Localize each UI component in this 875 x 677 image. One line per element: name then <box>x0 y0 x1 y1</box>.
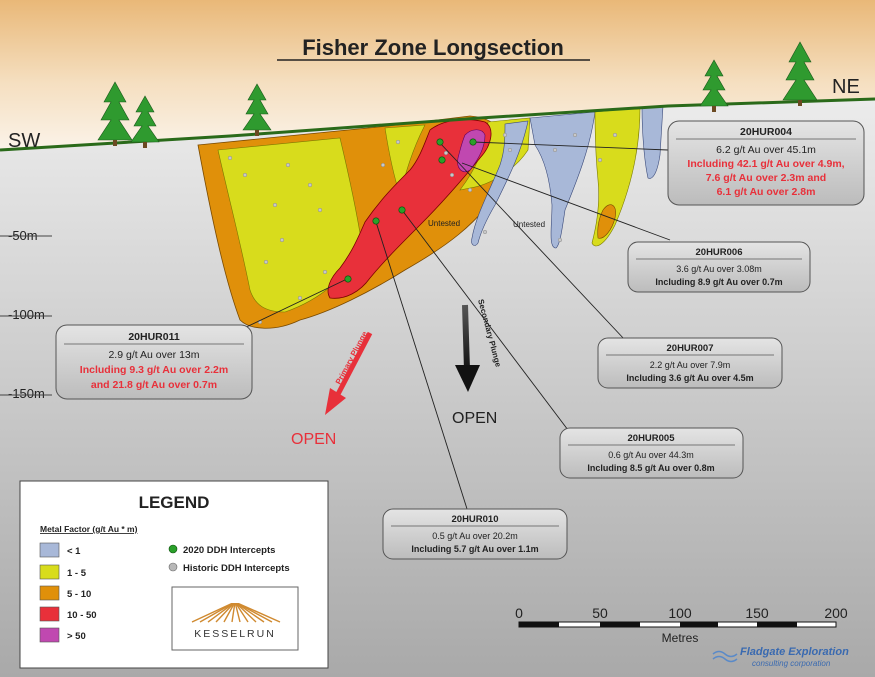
tree-icons <box>97 41 818 148</box>
callout-line: 2.9 g/t Au over 13m <box>108 349 199 361</box>
callout-20hur004: 20HUR004 6.2 g/t Au over 45.1m Including… <box>667 120 865 206</box>
callout-hole-id: 20HUR007 <box>667 343 714 354</box>
kesselrun-logo: KESSELRUN <box>171 586 299 651</box>
secondary-plunge-arrowhead <box>455 365 480 392</box>
zone-lt-1-a <box>471 120 529 246</box>
legend-intercept-label: 2020 DDH Intercepts <box>183 545 275 556</box>
zone-10-50 <box>327 119 492 299</box>
secondary-plunge-arrow <box>462 304 470 371</box>
depth-axis: -50m -100m -150m <box>0 228 52 401</box>
legend-item-label: > 50 <box>67 631 86 642</box>
callout-line: 3.6 g/t Au over 3.08m <box>676 264 762 274</box>
legend-historic-dot <box>168 562 178 572</box>
scale-tick-label: 100 <box>668 605 692 621</box>
callout-line: 0.5 g/t Au over 20.2m <box>432 531 518 541</box>
scale-tick-label: 50 <box>592 605 608 621</box>
untested-label: Untested <box>513 220 545 229</box>
primary-plunge-arrow <box>333 331 373 400</box>
wave-icon <box>712 650 738 663</box>
callout-line: 2.2 g/t Au over 7.9m <box>650 360 731 370</box>
zone-1-5-left <box>217 137 363 313</box>
tree-icon <box>130 95 160 148</box>
zone-5-10-right <box>597 204 616 239</box>
tree-icon <box>782 41 818 106</box>
callout-line: Including 3.6 g/t Au over 4.5m <box>626 373 753 383</box>
callout-20hur010: 20HUR010 0.5 g/t Au over 20.2m Including… <box>382 508 568 560</box>
intercepts-2020 <box>344 138 477 283</box>
legend: LEGEND Metal Factor (g/t Au * m) < 1 1 -… <box>19 480 329 669</box>
callout-line: Including 8.9 g/t Au over 0.7m <box>655 277 782 287</box>
callout-hole-id: 20HUR011 <box>128 331 180 343</box>
scale-bar: 0 50 100 150 200 Metres <box>515 605 848 645</box>
kesselrun-logo-icon <box>191 601 281 623</box>
callout-line: 0.6 g/t Au over 44.3m <box>608 450 694 460</box>
legend-2020-dot <box>168 544 178 554</box>
leader-lines <box>239 141 671 513</box>
sky-background <box>0 0 875 150</box>
scale-unit-label: Metres <box>662 631 699 645</box>
callout-red-line: and 21.8 g/t Au over 0.7m <box>91 379 217 391</box>
legend-item-label: 5 - 10 <box>67 589 91 600</box>
callout-20hur005: 20HUR005 0.6 g/t Au over 44.3m Including… <box>559 427 744 479</box>
page-title: Fisher Zone Longsection <box>302 35 564 60</box>
scale-tick-label: 150 <box>745 605 769 621</box>
secondary-open-label: OPEN <box>452 410 497 427</box>
callout-hole-id: 20HUR010 <box>452 514 499 525</box>
depth-label: -100m <box>8 307 45 322</box>
primary-open-label: OPEN <box>291 431 336 448</box>
direction-sw: SW <box>8 130 40 152</box>
ore-body <box>197 105 664 329</box>
callout-red-line: Including 9.3 g/t Au over 2.2m <box>80 364 228 376</box>
credit-tagline: consulting corporation <box>752 659 831 668</box>
scale-tick-label: 200 <box>824 605 848 621</box>
kesselrun-logo-text: KESSELRUN <box>194 628 276 640</box>
untested-label: Untested <box>428 219 460 228</box>
callout-red-line: 7.6 g/t Au over 2.3m and <box>706 172 826 184</box>
callout-line: Including 8.5 g/t Au over 0.8m <box>587 463 714 473</box>
tree-icon <box>97 81 133 146</box>
historic-intercepts <box>227 132 618 325</box>
credit-name: Fladgate Exploration <box>740 646 849 658</box>
direction-ne: NE <box>832 76 860 98</box>
callout-hole-id: 20HUR006 <box>696 247 743 258</box>
tree-icon <box>699 59 729 112</box>
legend-swatch <box>39 564 60 580</box>
legend-item-label: 1 - 5 <box>67 568 87 579</box>
tree-icon <box>242 83 272 136</box>
legend-item-label: 10 - 50 <box>67 610 97 621</box>
callout-20hur006: 20HUR006 3.6 g/t Au over 3.08m Including… <box>627 241 811 293</box>
primary-plunge-arrowhead <box>325 388 346 415</box>
callout-hole-id: 20HUR004 <box>740 126 792 138</box>
legend-swatch <box>39 627 60 643</box>
callout-hole-id: 20HUR005 <box>628 433 676 444</box>
callout-20hur007: 20HUR007 2.2 g/t Au over 7.9m Including … <box>597 337 783 389</box>
zone-lt-1-c <box>641 105 664 179</box>
fladgate-credit: Fladgate Exploration consulting corporat… <box>712 646 849 668</box>
scale-tick-label: 0 <box>515 605 523 621</box>
legend-item-label: < 1 <box>67 546 81 557</box>
legend-subtitle: Metal Factor (g/t Au * m) <box>40 524 138 534</box>
legend-swatch <box>39 606 60 622</box>
legend-title: LEGEND <box>139 493 210 512</box>
legend-swatch <box>39 542 60 558</box>
legend-swatch <box>39 585 60 601</box>
depth-label: -150m <box>8 386 45 401</box>
callout-red-line: Including 42.1 g/t Au over 4.9m, <box>687 158 844 170</box>
legend-intercept-label: Historic DDH Intercepts <box>183 563 290 574</box>
callout-line: Including 5.7 g/t Au over 1.1m <box>411 544 538 554</box>
callout-20hur011: 20HUR011 2.9 g/t Au over 13m Including 9… <box>55 324 253 400</box>
callout-red-line: 6.1 g/t Au over 2.8m <box>717 186 816 198</box>
zone-gt-50 <box>457 129 486 172</box>
callout-line: 6.2 g/t Au over 45.1m <box>716 144 816 156</box>
